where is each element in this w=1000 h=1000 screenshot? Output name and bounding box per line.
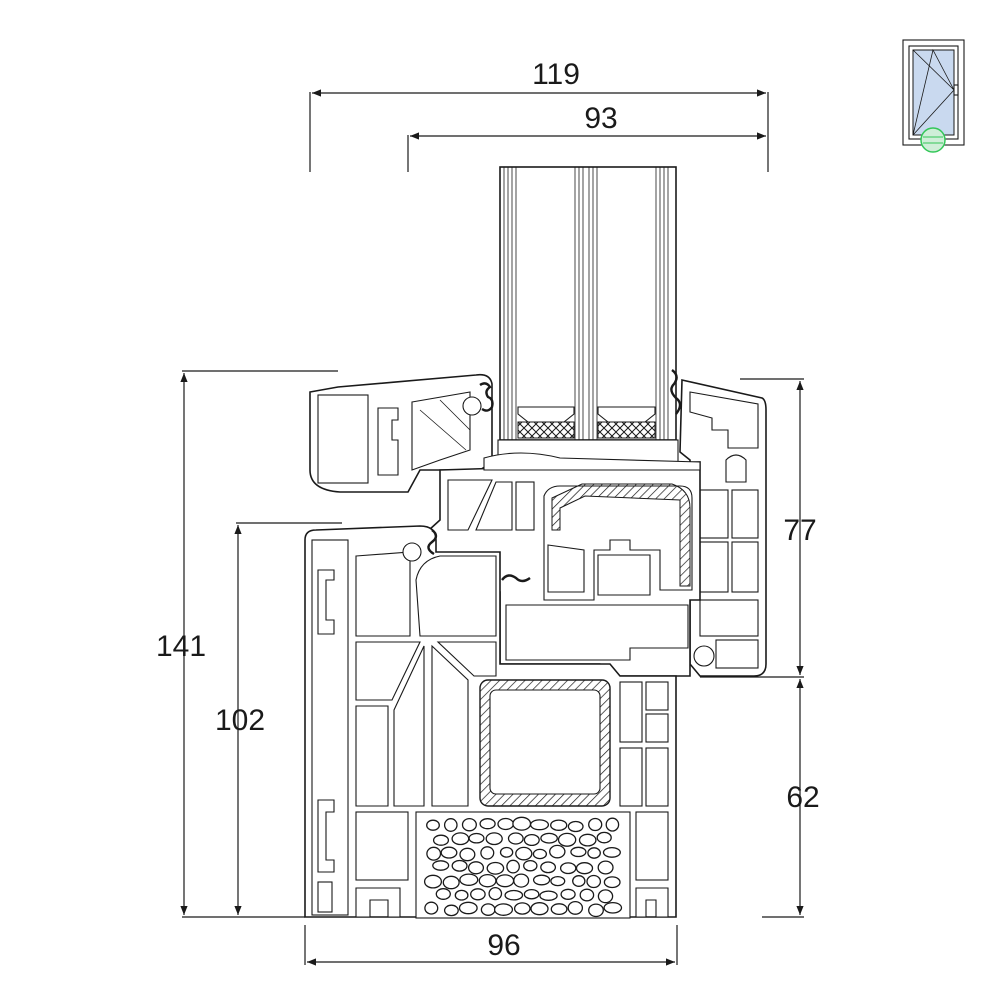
foam-pellet [480, 903, 496, 916]
foam-pellet [495, 874, 515, 888]
foam-pellet [432, 860, 450, 871]
foam-pellet [567, 820, 584, 833]
foam-pellet [515, 846, 533, 861]
foam-pellet [478, 873, 497, 888]
foam-pellet [459, 873, 479, 886]
sash-exterior-leg [670, 369, 767, 677]
foam-pellet [578, 833, 597, 847]
foam-pellet [567, 900, 584, 915]
foam-pellet [461, 817, 477, 832]
foam-pellet [550, 903, 568, 916]
foam-pellet [575, 862, 594, 875]
dimension-overall-height: 141 [156, 370, 338, 918]
foam-pellet [504, 889, 524, 901]
foam-pellet [506, 859, 520, 874]
dimension-frame-width: 96 [304, 925, 678, 966]
glazing-bead-interior [309, 373, 494, 493]
foam-pellet [451, 832, 470, 846]
foam-pellet [532, 874, 551, 886]
foam-pellet [479, 818, 496, 830]
foam-pellet [423, 874, 443, 889]
foam-pellet [597, 889, 614, 904]
foam-pellet [540, 832, 558, 844]
foam-pellet [560, 888, 576, 900]
foam-pellet [529, 819, 550, 831]
dimension-sash-height: 77 [700, 378, 817, 678]
foam-pellet [442, 875, 460, 890]
foam-pellet [443, 904, 459, 917]
dim-label-141: 141 [156, 630, 206, 663]
foam-pellet [587, 847, 601, 859]
foam-pellet [530, 902, 549, 916]
dim-label-119: 119 [532, 58, 580, 91]
foam-pellet [440, 846, 458, 859]
foam-pellet [432, 834, 450, 846]
frame-profile [304, 525, 677, 919]
dimension-overall-width: 119 [309, 58, 769, 172]
foam-pellet [549, 844, 566, 859]
dimension-bottom-height: 62 [762, 679, 820, 918]
dim-label-93: 93 [584, 102, 617, 135]
foam-pellet [603, 901, 623, 914]
foam-pellet [579, 888, 595, 902]
dim-label-102: 102 [215, 704, 265, 737]
foam-pellet [513, 873, 530, 888]
foam-pellet [570, 846, 587, 858]
foam-pellet [499, 846, 514, 858]
foam-pellet [539, 890, 558, 901]
foam-pellet [596, 831, 612, 844]
foam-pellet [497, 817, 515, 831]
foam-pellet [480, 846, 495, 860]
dimension-sash-width: 93 [407, 102, 766, 172]
foam-pellet [507, 832, 524, 845]
foam-pellet [486, 861, 505, 875]
foam-pellet [513, 902, 531, 915]
foam-pellet [488, 886, 503, 901]
foam-pellet [424, 901, 439, 915]
foam-pellet [597, 860, 614, 875]
foam-pellet [493, 903, 514, 916]
foam-pellet [443, 818, 458, 832]
dim-label-77: 77 [783, 514, 816, 547]
foam-pellet [550, 875, 566, 887]
foam-pellet [468, 832, 485, 844]
foam-pellet [523, 888, 540, 900]
foam-pellet [586, 874, 602, 889]
dimension-frame-height: 102 [215, 522, 342, 915]
foam-pellet [467, 861, 485, 875]
sash-profile [417, 452, 701, 677]
foam-pellet [603, 876, 621, 889]
foam-pellet [470, 888, 486, 901]
foam-pellet [602, 846, 621, 858]
foam-pellet [540, 861, 557, 874]
foam-pellet [523, 833, 540, 847]
foam-pellet [559, 862, 577, 875]
foam-pellet [451, 859, 468, 872]
dim-label-96: 96 [487, 929, 520, 962]
foam-pellet [605, 817, 620, 832]
foam-pellet [426, 819, 440, 831]
foam-pellet [458, 901, 478, 915]
dim-label-62: 62 [786, 781, 819, 814]
foam-pellet [454, 889, 469, 901]
foam-pellet [588, 817, 603, 832]
foam-pellet [485, 832, 503, 846]
glazing-unit [497, 166, 679, 463]
tilt-turn-window-icon [902, 39, 965, 153]
foam-pellet [523, 859, 538, 872]
foam-pellet [532, 848, 548, 860]
foam-pellet [557, 832, 577, 847]
foam-pellet [435, 888, 451, 900]
foam-pellet [512, 816, 532, 831]
foam-pellet [459, 847, 476, 862]
foam-pellet [588, 903, 604, 918]
foam-insulation [423, 816, 623, 918]
foam-pellet [572, 875, 586, 887]
foam-pellet [426, 846, 442, 861]
foam-pellet [550, 819, 568, 831]
